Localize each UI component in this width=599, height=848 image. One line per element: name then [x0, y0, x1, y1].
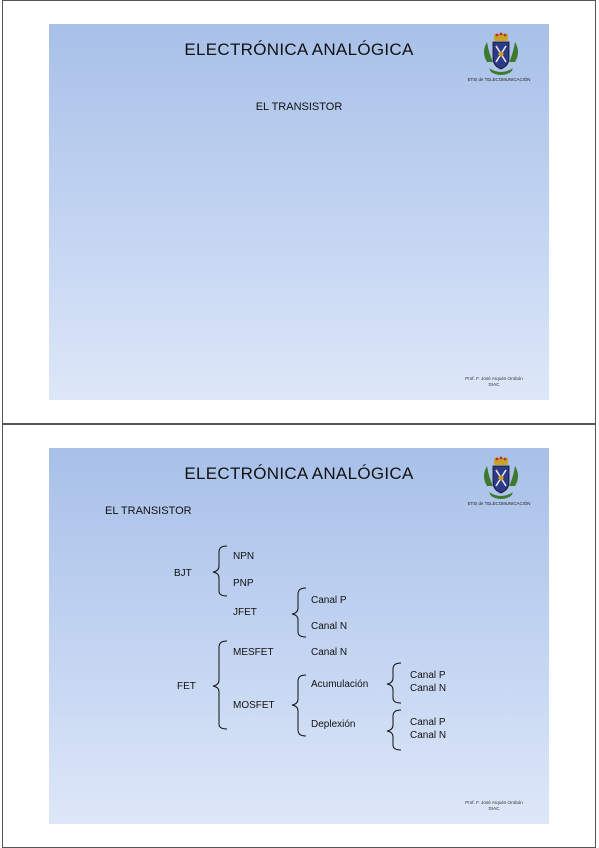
label-fet: FET: [177, 681, 196, 692]
label-acum-canal-p: Canal P: [410, 670, 446, 681]
slide-subtitle: EL TRANSISTOR: [105, 505, 192, 517]
slide-2: ELECTRÓNICA ANALÓGICA ETSI de TELECOMUNI…: [49, 448, 549, 824]
slide-subtitle: EL TRANSISTOR: [255, 101, 343, 113]
label-jfet: JFET: [233, 607, 257, 618]
label-mesfet-canal-n: Canal N: [311, 647, 348, 658]
label-acum-canal-n: Canal N: [410, 683, 447, 694]
author-name: Prof. F. José Arqués Orobón: [465, 800, 523, 805]
school-name: ETSI de TELECOMUNICACIÓN: [467, 77, 531, 82]
transistor-classification-braces: [212, 545, 402, 751]
label-depl-canal-p: Canal P: [410, 717, 446, 728]
school-crest-logo: [484, 456, 518, 499]
label-bjt: BJT: [174, 568, 192, 579]
label-jfet-canal-n: Canal N: [311, 621, 348, 632]
brace-mosfet: [291, 674, 307, 737]
author-credit: Prof. F. José Arqués Orobón DIAC: [439, 800, 549, 812]
school-crest-logo: [484, 32, 518, 75]
brace-fet: [212, 640, 228, 730]
brace-deplexion: [386, 709, 402, 751]
label-deplexion: Deplexión: [311, 719, 356, 730]
slide-title: ELECTRÓNICA ANALÓGICA: [184, 40, 414, 59]
slide-1: ELECTRÓNICA ANALÓGICA ETSI de TELECOMUNI…: [49, 24, 549, 400]
brace-bjt: [212, 545, 228, 597]
school-name: ETSI de TELECOMUNICACIÓN: [467, 501, 531, 506]
label-depl-canal-n: Canal N: [410, 730, 447, 741]
brace-acumulacion: [386, 662, 402, 704]
label-acumulacion: Acumulación: [311, 679, 369, 690]
label-mesfet: MESFET: [233, 647, 274, 658]
author-name: Prof. F. José Arqués Orobón: [465, 376, 523, 381]
slide-title: ELECTRÓNICA ANALÓGICA: [184, 464, 414, 483]
label-npn: NPN: [233, 551, 255, 562]
brace-jfet: [291, 587, 307, 638]
label-pnp: PNP: [233, 578, 254, 589]
label-jfet-canal-p: Canal P: [311, 595, 347, 606]
author-credit: Prof. F. José Arqués Orobón DIAC: [439, 376, 549, 388]
department: DIAC: [488, 382, 500, 387]
department: DIAC: [488, 806, 500, 811]
label-mosfet: MOSFET: [233, 700, 275, 711]
